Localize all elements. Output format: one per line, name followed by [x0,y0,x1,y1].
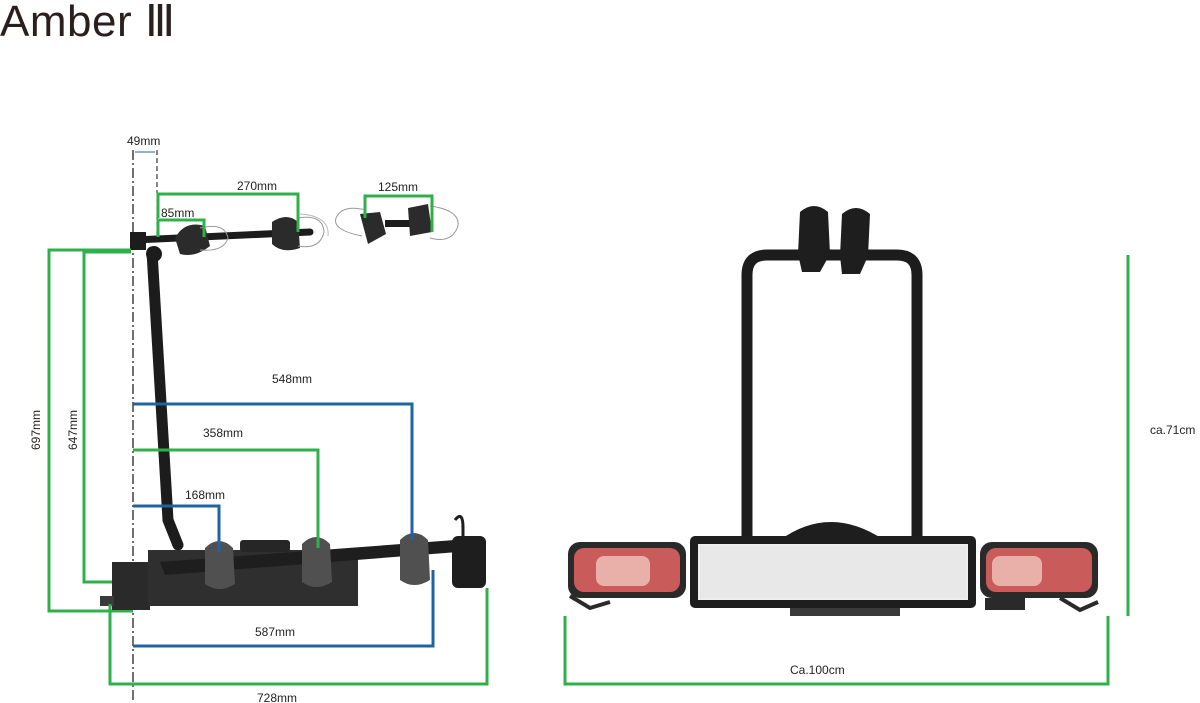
depth-728-label: 728mm [257,691,297,703]
wheel-spacing-dimension [156,192,300,232]
arm-short-dimension [156,218,206,237]
left-lamp [568,542,686,611]
depth-358-label: 358mm [203,426,243,440]
pivot-offset-label: 49mm [127,134,160,148]
side-view: 49mm 85mm 270mm [29,134,489,703]
base-frame [100,514,486,610]
right-lamp [980,542,1099,613]
height-647-dimension [82,250,133,584]
product-title: Amber Ⅲ [0,0,176,46]
depth-548-dimension [133,402,414,540]
front-view: ca.71cm Ca.100cm [563,206,1195,686]
clamp-width-label: 125mm [378,180,418,194]
total-height-label: ca.71cm [1150,423,1195,437]
total-width-dimension [563,616,1110,686]
depth-587-label: 587mm [255,625,295,639]
depth-548-label: 548mm [272,372,312,386]
height-697-dimension [47,248,133,613]
arm-short-label: 85mm [161,206,194,220]
clamp-width-dimension [363,194,434,232]
top-clamp-right [840,208,870,274]
depth-587-dimension [133,570,435,648]
wheel-spacing-label: 270mm [237,179,277,193]
depth-358-dimension [133,448,320,548]
height-647-label: 647mm [66,410,80,450]
top-clamp-left [798,206,830,272]
wheel-clamp [335,204,459,244]
depth-728-dimension [108,588,489,686]
depth-168-dimension [133,504,221,552]
u-frame [741,249,923,538]
height-697-label: 697mm [29,410,43,450]
upper-arm [130,213,329,255]
total-width-label: Ca.100cm [790,663,845,677]
depth-168-label: 168mm [185,488,225,502]
vertical-mast [146,246,184,551]
